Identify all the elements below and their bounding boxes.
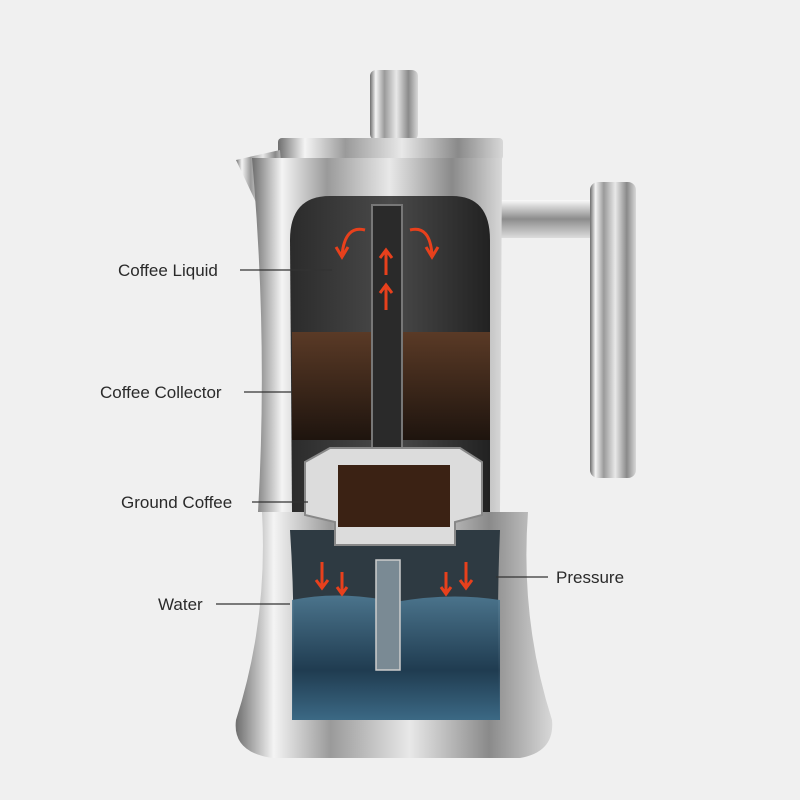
arrow-down-icon: [314, 562, 330, 591]
handle-grip[interactable]: [590, 182, 636, 478]
arrow-up-icon: [378, 282, 394, 310]
label-water: Water: [158, 595, 203, 614]
label-ground-coffee: Ground Coffee: [121, 493, 232, 512]
curved-arrow-icon: [409, 227, 440, 260]
label-pressure: Pressure: [556, 568, 624, 587]
lid-knob[interactable]: [370, 70, 418, 140]
flow-arrows: [314, 227, 474, 597]
curved-arrow-icon: [334, 227, 366, 260]
ground-coffee-fill: [338, 465, 450, 527]
lid[interactable]: [278, 138, 503, 160]
arrow-up-icon: [378, 247, 394, 275]
arrow-down-icon: [335, 572, 349, 597]
funnel-tube: [375, 559, 401, 671]
center-tube: [371, 204, 403, 451]
label-coffee-collector: Coffee Collector: [100, 383, 222, 402]
arrow-down-icon: [458, 562, 474, 591]
handle-bar: [488, 200, 598, 238]
arrow-down-icon: [439, 572, 453, 597]
label-coffee-liquid: Coffee Liquid: [118, 261, 218, 280]
